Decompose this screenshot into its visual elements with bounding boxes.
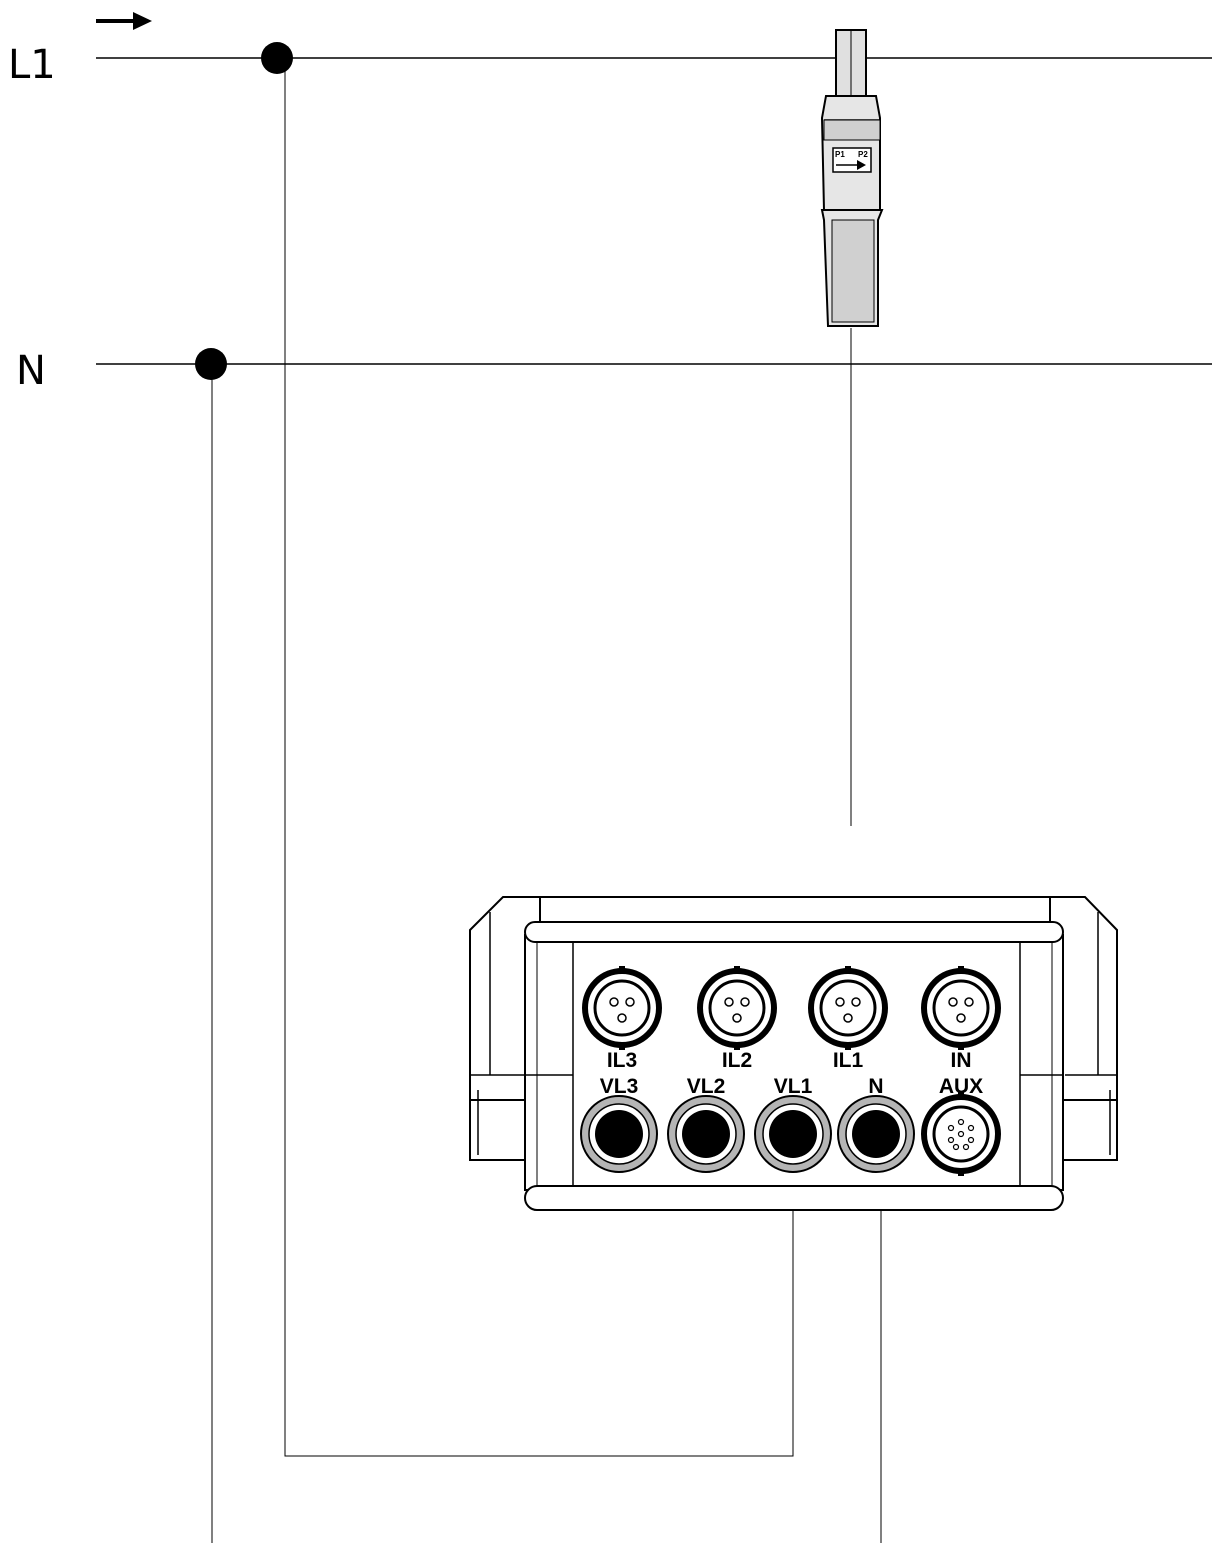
l1-junction-dot xyxy=(261,42,293,74)
bus-n-label: N xyxy=(16,348,46,394)
voltage-input-n[interactable]: N xyxy=(837,1075,915,1173)
current-input-il3[interactable]: IL3 xyxy=(582,966,662,1072)
clamp-p1-label: P1 xyxy=(835,150,845,159)
measurement-instrument: IL3 IL2 IL1 xyxy=(469,896,1118,1211)
direction-arrow-icon xyxy=(96,12,152,30)
clamp-arrow-icon xyxy=(836,160,866,170)
aux-input-label: AUX xyxy=(939,1075,983,1098)
wire-l1-to-vl1 xyxy=(284,64,794,1457)
current-input-il1[interactable]: IL1 xyxy=(808,966,888,1072)
bus-l1-label: L1 xyxy=(8,42,56,88)
current-input-in-label: IN xyxy=(951,1049,972,1072)
n-junction-dot xyxy=(195,348,227,380)
current-input-il2-label: IL2 xyxy=(722,1049,752,1072)
clamp-p2-label: P2 xyxy=(858,150,868,159)
voltage-input-vl2[interactable]: VL2 xyxy=(667,1075,745,1173)
current-input-il3-label: IL3 xyxy=(607,1049,637,1072)
voltage-input-vl2-label: VL2 xyxy=(687,1075,726,1098)
current-clamp: P1 P2 xyxy=(820,29,884,327)
voltage-input-vl3[interactable]: VL3 xyxy=(580,1075,658,1173)
current-input-il2[interactable]: IL2 xyxy=(697,966,777,1072)
current-input-il1-label: IL1 xyxy=(833,1049,864,1072)
voltage-input-vl3-label: VL3 xyxy=(600,1075,639,1098)
clamp-direction-window xyxy=(832,147,872,173)
voltage-input-n-label: N xyxy=(868,1075,883,1098)
wires xyxy=(211,64,882,1543)
bus-n: N xyxy=(16,348,1212,394)
aux-input[interactable]: AUX xyxy=(921,1075,1001,1176)
bus-l1: L1 xyxy=(8,12,1212,88)
current-input-in[interactable]: IN xyxy=(921,966,1001,1072)
voltage-input-vl1-label: VL1 xyxy=(774,1075,813,1098)
voltage-input-vl1[interactable]: VL1 xyxy=(754,1075,832,1173)
